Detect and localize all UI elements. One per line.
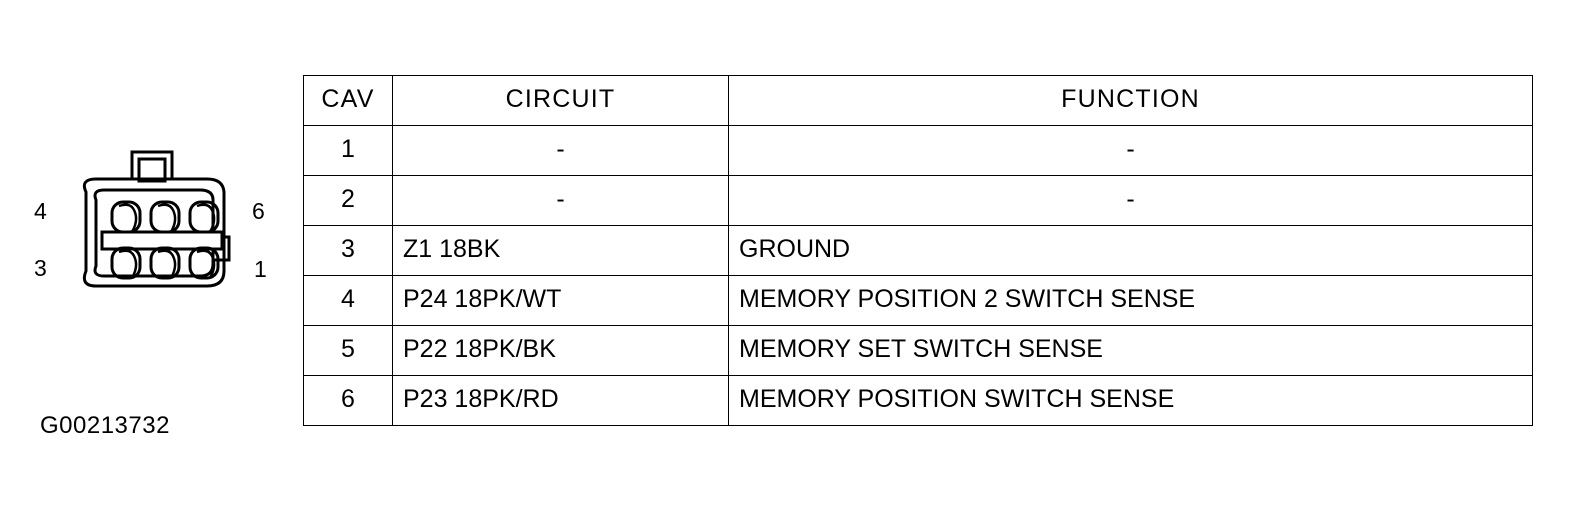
- table-row: 1 - -: [303, 125, 1533, 176]
- cavity-3: [110, 246, 142, 280]
- cell-cav: 1: [303, 125, 393, 176]
- column-header-function: FUNCTION: [728, 75, 1533, 126]
- table-row: 6 P23 18PK/RD MEMORY POSITION SWITCH SEN…: [303, 375, 1533, 426]
- pin-number-bottom-right: 1: [254, 256, 267, 282]
- cell-circuit: -: [392, 175, 729, 226]
- figure-id-label: G00213732: [40, 412, 170, 439]
- connector-face-view-svg: [82, 150, 231, 288]
- cell-function: GROUND: [728, 225, 1533, 276]
- cavity-2: [149, 246, 181, 280]
- cell-circuit: P23 18PK/RD: [392, 375, 729, 426]
- cavity-6-inner: [196, 203, 216, 233]
- cavity-1: [188, 246, 220, 280]
- column-header-cav: CAV: [303, 75, 393, 126]
- cell-cav: 4: [303, 275, 393, 326]
- cell-cav: 2: [303, 175, 393, 226]
- pin-number-top-right: 6: [252, 198, 265, 224]
- cell-circuit: P24 18PK/WT: [392, 275, 729, 326]
- cavity-3-inner: [118, 249, 138, 279]
- cell-circuit: -: [392, 125, 729, 176]
- pin-number-top-left: 4: [34, 198, 47, 224]
- cell-circuit: Z1 18BK: [392, 225, 729, 276]
- cavity-group-top: [110, 200, 220, 234]
- cell-function: -: [728, 125, 1533, 176]
- table-row: 2 - -: [303, 175, 1533, 226]
- connector-shell-outer: [82, 177, 226, 288]
- connector-illustration: 4 3 6 1: [24, 140, 286, 315]
- cell-cav: 5: [303, 325, 393, 376]
- cell-function: MEMORY POSITION 2 SWITCH SENSE: [728, 275, 1533, 326]
- cell-circuit: P22 18PK/BK: [392, 325, 729, 376]
- cell-cav: 6: [303, 375, 393, 426]
- latch-tab-inner: [137, 157, 167, 183]
- cavity-5-inner: [157, 203, 177, 233]
- latch-tab-outer: [130, 150, 174, 178]
- pin-number-bottom-left: 3: [34, 255, 47, 281]
- table-row: 4 P24 18PK/WT MEMORY POSITION 2 SWITCH S…: [303, 275, 1533, 326]
- center-divider-bar: [100, 230, 224, 251]
- table-row: 5 P22 18PK/BK MEMORY SET SWITCH SENSE: [303, 325, 1533, 376]
- column-header-circuit: CIRCUIT: [392, 75, 729, 126]
- cell-function: -: [728, 175, 1533, 226]
- cell-function: MEMORY POSITION SWITCH SENSE: [728, 375, 1533, 426]
- table-row: 3 Z1 18BK GROUND: [303, 225, 1533, 276]
- cell-function: MEMORY SET SWITCH SENSE: [728, 325, 1533, 376]
- cavity-1-inner: [196, 249, 216, 279]
- table-header-row: CAV CIRCUIT FUNCTION: [303, 75, 1533, 126]
- cavity-circuit-function-table: CAV CIRCUIT FUNCTION 1 - - 2 - - 3 Z1 18…: [303, 75, 1533, 426]
- cavity-2-inner: [157, 249, 177, 279]
- cell-cav: 3: [303, 225, 393, 276]
- cavity-4-inner: [118, 203, 138, 233]
- cavity-group-bottom: [110, 246, 220, 280]
